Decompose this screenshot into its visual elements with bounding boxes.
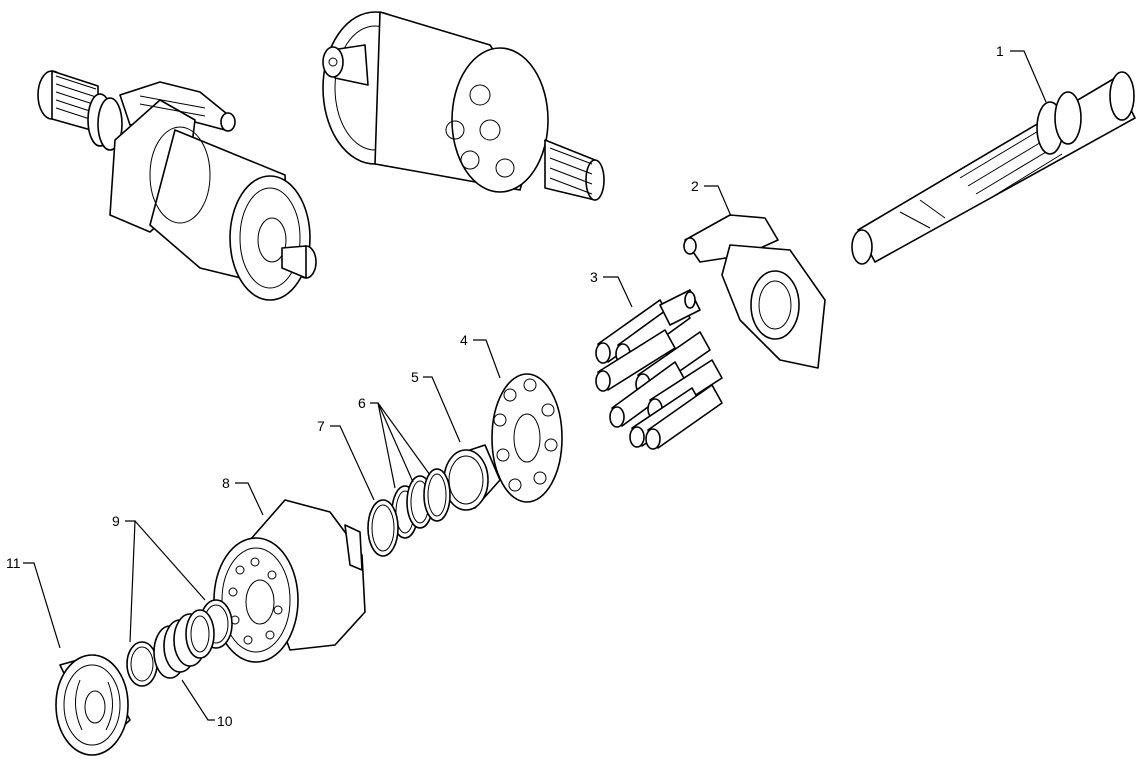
part-9-rings: [126, 599, 233, 687]
callout-labels: 1 2 3 4 5 6 7 8 9 10 11: [6, 43, 1004, 729]
assembly-center-shaft-front: [322, 44, 369, 86]
part-2-swashplate: [683, 214, 826, 369]
assembled-pump-left: [37, 70, 317, 301]
callout-5: 5: [411, 369, 419, 385]
part-7-ring: [367, 499, 399, 557]
part-5-spherical-bushing: [443, 444, 501, 511]
part-3-pistons: [595, 289, 723, 450]
assembly-center-shaft-rear: [544, 139, 605, 201]
piston: [595, 329, 676, 392]
part-1-drive-shaft: [851, 71, 1136, 265]
callout-2: 2: [691, 178, 699, 194]
callout-10: 10: [217, 713, 233, 729]
callout-9: 9: [112, 513, 120, 529]
piston: [645, 384, 723, 450]
part-8-cylinder-block: [213, 499, 366, 663]
callout-1: 1: [996, 43, 1004, 59]
part-11-valve-plate: [55, 654, 131, 756]
assembly-center-body: [322, 11, 549, 193]
part-6-rings: [391, 468, 451, 539]
part-10-spring: [153, 609, 215, 679]
callout-8: 8: [222, 475, 230, 491]
assembled-pump-center: [322, 11, 605, 201]
piston: [659, 289, 701, 326]
callout-11: 11: [6, 555, 21, 571]
assembly-left-shaft: [37, 70, 123, 151]
callout-3: 3: [590, 269, 598, 285]
callout-4: 4: [460, 332, 468, 348]
leader-lines: [23, 50, 1047, 721]
part-4-retainer-plate: [491, 373, 563, 503]
callout-7: 7: [317, 418, 325, 434]
callout-6: 6: [358, 395, 366, 411]
assembly-left-body: [149, 126, 317, 301]
